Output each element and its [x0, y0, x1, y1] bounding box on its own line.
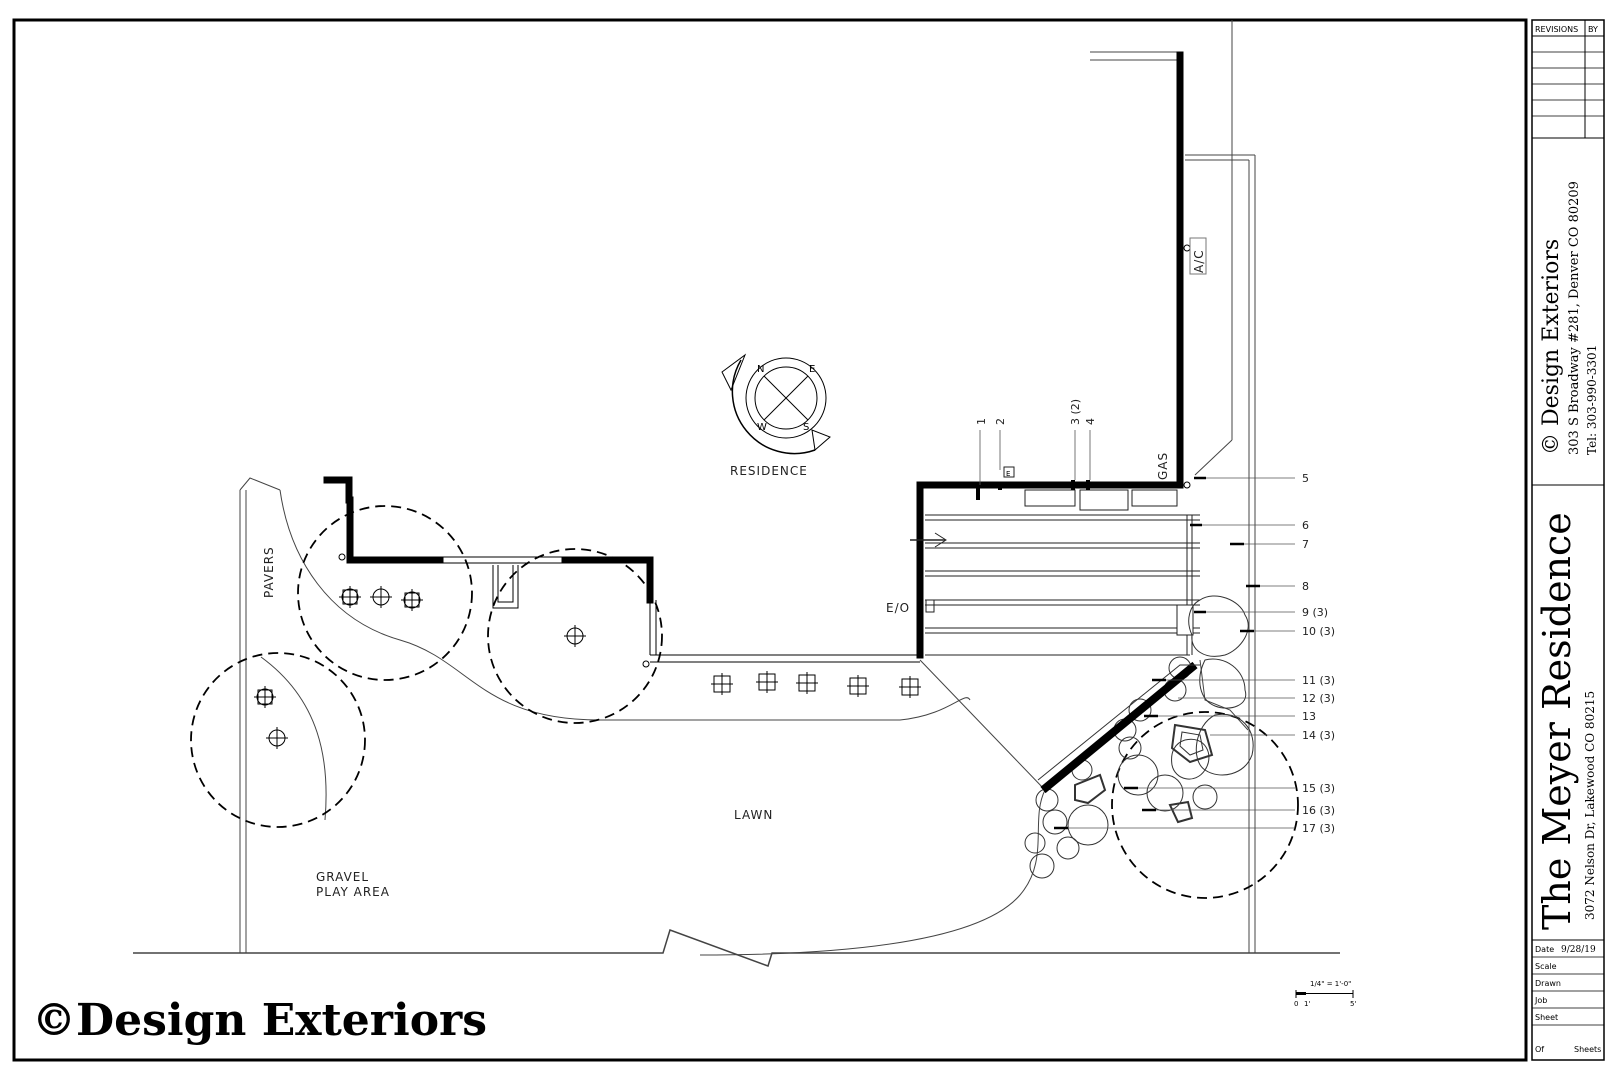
- company-phone: Tel: 303-990-3301: [1585, 345, 1599, 455]
- field-date-value: 9/28/19: [1561, 945, 1596, 955]
- residence-walls: [323, 51, 1184, 659]
- scale-tick-5: 5': [1350, 1000, 1356, 1008]
- field-sheet-label: Sheet: [1535, 1013, 1558, 1022]
- residence-openings: [338, 237, 1207, 668]
- callout-5: 5: [1302, 472, 1309, 485]
- gas-label: GAS: [1156, 452, 1170, 480]
- plant-symbols: [254, 586, 921, 749]
- tree-canopy-left: [190, 652, 366, 828]
- scale-tick-0: 0: [1294, 1000, 1298, 1008]
- callout-6: 6: [1302, 519, 1309, 532]
- title-block-frame: [1531, 19, 1605, 1061]
- property-lines: [133, 20, 1340, 967]
- callout-leaders: [1060, 477, 1295, 829]
- scale-bar-label: 1/4" = 1'-0": [1310, 980, 1351, 988]
- callout-11: 11 (3): [1302, 674, 1335, 687]
- callout-17: 17 (3): [1302, 822, 1335, 835]
- compass-w: W: [757, 422, 767, 433]
- compass-n: N: [757, 364, 764, 375]
- tree-canopy-pavers: [297, 505, 473, 681]
- field-job-label: Job: [1534, 996, 1547, 1005]
- north-arrow-compass: N E S W: [721, 353, 831, 455]
- eo-label: E/O: [886, 601, 910, 615]
- company-address: 303 S Broadway #281, Denver CO 80209: [1567, 181, 1582, 455]
- right-bed-shrubs: [1024, 595, 1254, 879]
- scale-tick-1: 1': [1304, 1000, 1310, 1008]
- title-block: REVISIONS BY © Design Exteriors 303 S Br…: [1531, 19, 1605, 1061]
- lawn-label: LAWN: [734, 808, 773, 822]
- ac-label: A/C: [1192, 249, 1206, 273]
- tree-canopy-right: [1111, 711, 1299, 899]
- company-name: © Design Exteriors: [1539, 239, 1564, 455]
- compass-s: S: [803, 422, 809, 433]
- drawing-border: [12, 18, 1528, 1062]
- scale-bar: 1/4" = 1'-0" 0 1' 5': [1294, 980, 1356, 1008]
- tree-canopies: [190, 505, 1299, 899]
- callout-10: 10 (3): [1302, 625, 1335, 638]
- callout-3: 3 (2): [1069, 399, 1082, 425]
- patio-deck: [910, 466, 1200, 656]
- play-area-label: PLAY AREA: [316, 885, 390, 899]
- project-title: The Meyer Residence: [1535, 512, 1579, 930]
- callout-15: 15 (3): [1302, 782, 1335, 795]
- gravel-label: GRAVEL: [316, 870, 369, 884]
- wall-markers: [918, 480, 1090, 578]
- copyright-watermark: ©Design Exteriors: [32, 995, 487, 1046]
- field-scale-label: Scale: [1535, 962, 1557, 971]
- e-box-label: E: [1006, 470, 1010, 478]
- project-address: 3072 Nelson Dr, Lakewood CO 80215: [1583, 691, 1597, 920]
- callout-12: 12 (3): [1302, 692, 1335, 705]
- of-label: Of: [1535, 1045, 1544, 1054]
- tree-canopy-bay: [487, 548, 663, 724]
- callout-2: 2: [994, 418, 1007, 425]
- callouts-top: [979, 430, 1091, 485]
- callout-ticks: [1054, 476, 1260, 830]
- callout-16: 16 (3): [1302, 804, 1335, 817]
- callout-13: 13: [1302, 710, 1316, 723]
- callout-14: 14 (3): [1302, 729, 1335, 742]
- plant-cross-symbol: [339, 586, 361, 608]
- sheets-label: Sheets: [1574, 1045, 1601, 1054]
- compass-e: E: [809, 364, 815, 375]
- callout-1: 1: [975, 418, 988, 425]
- callout-8: 8: [1302, 580, 1309, 593]
- pavers-label: PAVERS: [262, 546, 276, 598]
- callout-9: 9 (3): [1302, 606, 1328, 619]
- field-date-label: Date: [1535, 945, 1554, 954]
- callout-4: 4: [1084, 418, 1097, 425]
- revisions-label: REVISIONS: [1535, 25, 1578, 34]
- callout-7: 7: [1302, 538, 1309, 551]
- field-drawn-label: Drawn: [1535, 979, 1561, 988]
- residence-label: RESIDENCE: [730, 464, 808, 478]
- by-label: BY: [1588, 25, 1598, 34]
